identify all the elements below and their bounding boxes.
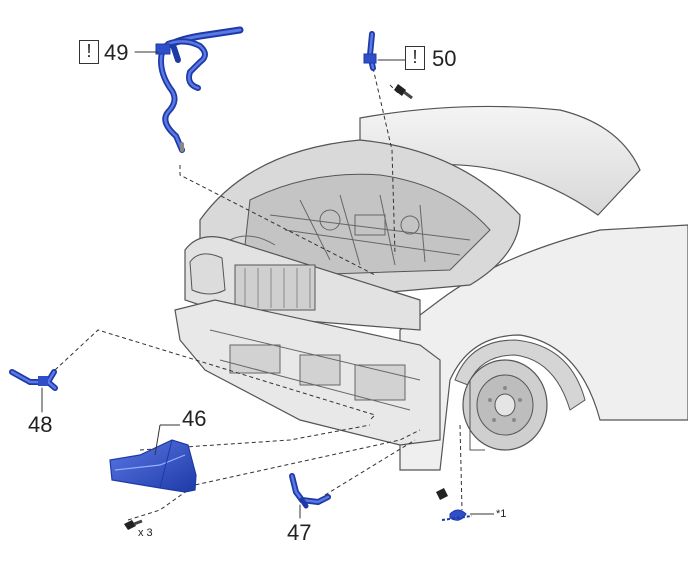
vehicle-front <box>174 105 688 471</box>
engine-details <box>229 194 471 266</box>
warning-icon-49: ! <box>79 40 99 64</box>
leader-note <box>459 424 463 511</box>
hood-panel <box>359 105 641 216</box>
bumper-details <box>209 329 421 411</box>
leader-46-top <box>139 424 371 451</box>
callout-49: 49 <box>104 40 129 65</box>
clip-note <box>436 488 494 521</box>
leader-46-bottom <box>127 429 421 521</box>
callout-48: 48 <box>28 412 53 437</box>
leader-lines <box>54 67 463 521</box>
leader-47 <box>324 439 416 496</box>
leader-46-label <box>154 424 161 456</box>
leader-50 <box>372 67 396 256</box>
leader-49 <box>179 165 376 276</box>
hose-50 <box>363 31 406 71</box>
bolt-46 <box>124 519 143 530</box>
bolt-quantity-label: x 3 <box>138 527 153 539</box>
radiator-fins <box>244 268 311 308</box>
callout-50: 50 <box>432 46 457 71</box>
note-reference-label: *1 <box>496 508 507 520</box>
pipe-48 <box>9 369 58 413</box>
wheel-arch-liner <box>454 339 586 411</box>
callout-47: 47 <box>287 520 312 545</box>
radiator-core <box>234 264 316 311</box>
fender-body <box>399 224 688 471</box>
callout-46: 46 <box>182 406 207 431</box>
front-wheel <box>462 359 548 451</box>
cover-46 <box>109 424 197 493</box>
bolt-50 <box>394 84 413 100</box>
warning-icon-50: ! <box>405 46 425 70</box>
engine-block <box>244 173 491 276</box>
leader-48 <box>54 329 376 421</box>
hose-49 <box>134 26 244 153</box>
pipe-47 <box>289 473 331 519</box>
reservoir-tank <box>189 253 226 295</box>
